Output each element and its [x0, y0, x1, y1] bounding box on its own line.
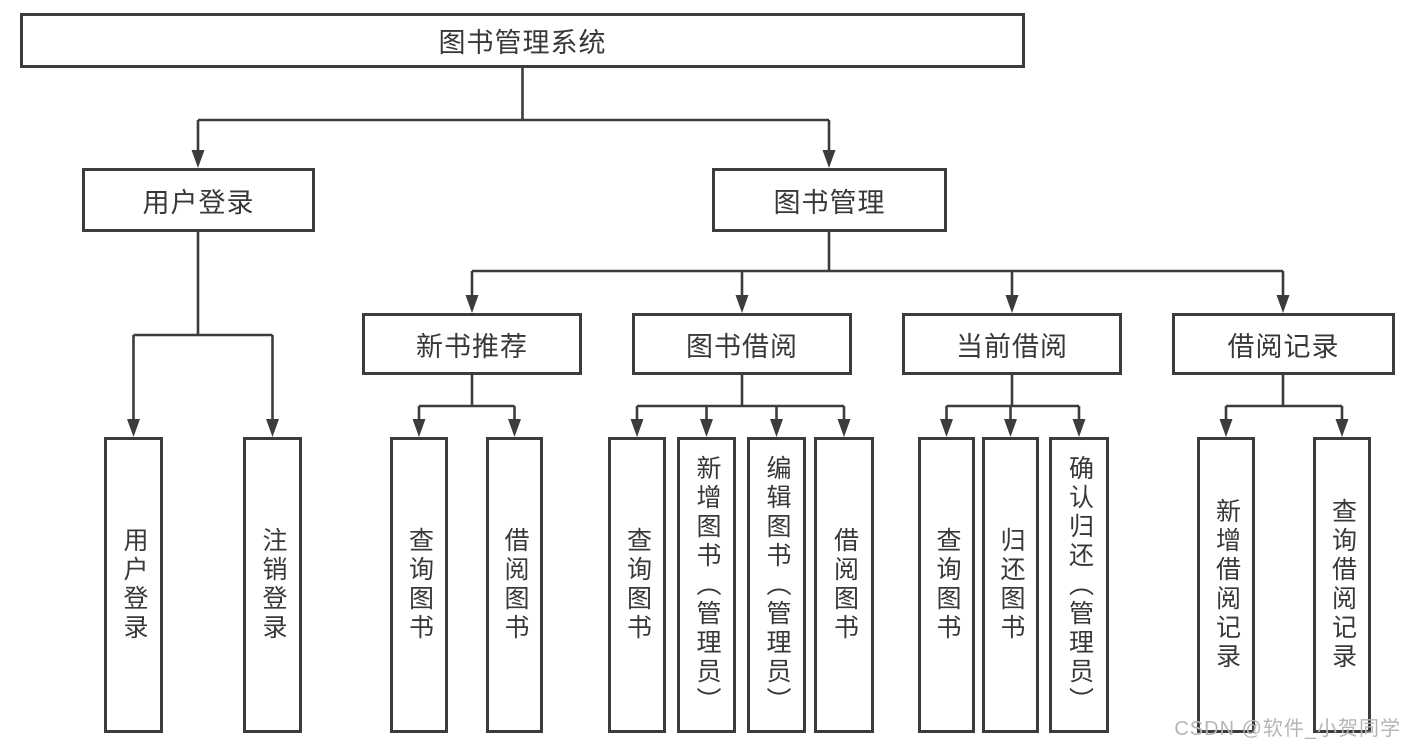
leaf-logout: 注销登录: [243, 437, 302, 733]
leaf-query-books-current: 查询图书: [918, 437, 975, 733]
node-book-management: 图书管理: [712, 168, 947, 232]
leaf-query-books-borrow: 查询图书: [608, 437, 666, 733]
leaf-user-login: 用户登录: [104, 437, 163, 733]
leaf-return-books: 归还图书: [982, 437, 1039, 733]
leaf-borrow-books-recommend: 借阅图书: [486, 437, 543, 733]
node-label: 借阅记录: [1227, 331, 1340, 362]
leaf-query-books-recommend: 查询图书: [390, 437, 448, 733]
node-user-login: 用户登录: [82, 168, 315, 232]
node-label: 查询图书: [933, 527, 961, 643]
node-label: 借阅图书: [830, 527, 859, 643]
node-label: 确认归还（管理员）: [1065, 454, 1094, 716]
node-new-book-recommend: 新书推荐: [362, 313, 582, 375]
leaf-query-borrow-record: 查询借阅记录: [1313, 437, 1371, 733]
node-label: 当前借阅: [956, 331, 1068, 362]
node-label: 注销登录: [259, 527, 287, 643]
leaf-add-borrow-record: 新增借阅记录: [1197, 437, 1255, 733]
node-label: 归还图书: [997, 527, 1025, 643]
node-label: 新增借阅记录: [1212, 498, 1241, 672]
node-label: 用户登录: [142, 187, 255, 218]
node-label: 新书推荐: [416, 331, 528, 362]
node-label: 图书借阅: [686, 331, 798, 362]
node-borrow-records: 借阅记录: [1172, 313, 1395, 375]
leaf-add-books-admin: 新增图书（管理员）: [677, 437, 736, 733]
node-label: 新增图书（管理员）: [693, 454, 721, 716]
node-label: 图书管理: [773, 187, 886, 218]
node-book-borrow: 图书借阅: [632, 313, 852, 375]
node-label: 查询图书: [623, 527, 652, 643]
node-label: 编辑图书（管理员）: [763, 454, 791, 716]
node-label: 查询图书: [405, 527, 434, 643]
connector-trunks: [133, 68, 1342, 408]
leaf-borrow-books: 借阅图书: [814, 437, 874, 733]
node-label: 用户登录: [120, 527, 148, 643]
leaf-confirm-return-admin: 确认归还（管理员）: [1049, 437, 1109, 733]
node-label: 图书管理系统: [438, 28, 607, 58]
node-label: 查询借阅记录: [1328, 498, 1357, 672]
node-library-management-system: 图书管理系统: [20, 13, 1025, 68]
node-label: 借阅图书: [501, 527, 529, 643]
node-current-borrow: 当前借阅: [902, 313, 1122, 375]
watermark: CSDN @软件_小贺同学: [1174, 718, 1401, 740]
connector-arrows: [127, 120, 1349, 437]
leaf-edit-books-admin: 编辑图书（管理员）: [747, 437, 806, 733]
